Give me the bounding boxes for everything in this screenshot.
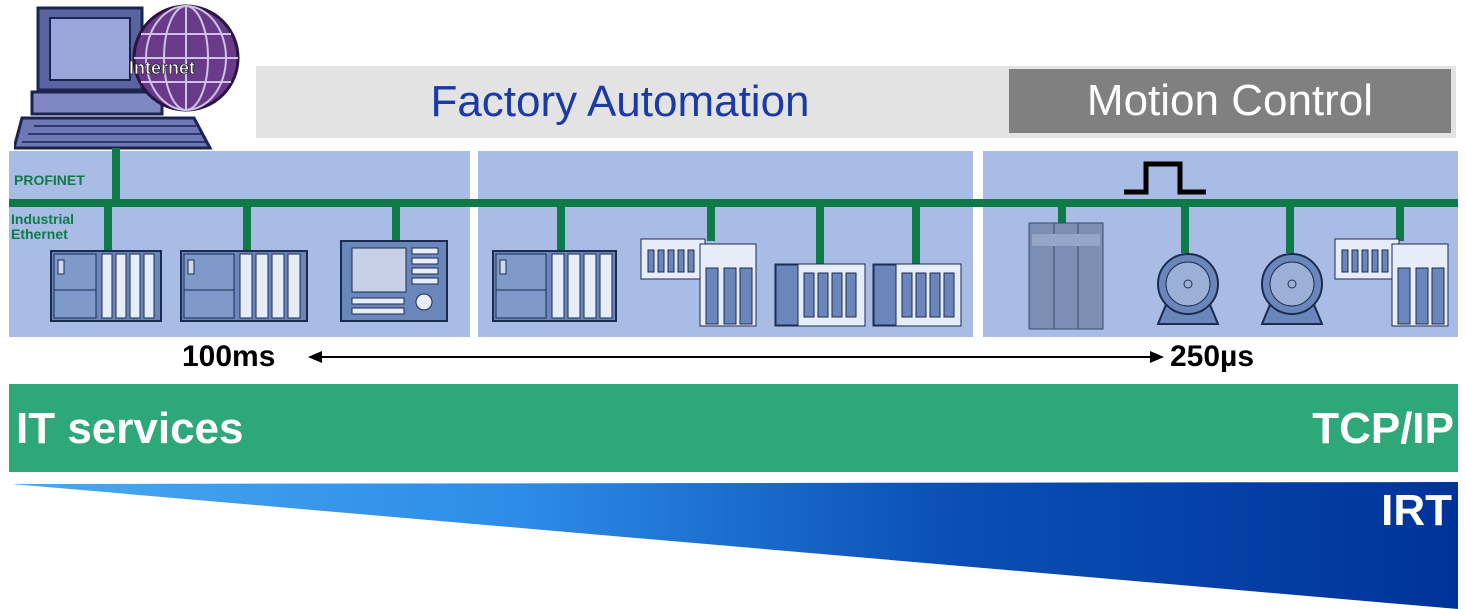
it-services-band [9, 384, 1458, 472]
plc-icon [50, 250, 162, 322]
plc-icon [492, 250, 617, 322]
it-services-label: IT services [16, 404, 244, 453]
irt-label: IRT [1381, 486, 1452, 535]
bus-drop [104, 205, 112, 251]
internet-label: Internet [129, 58, 195, 78]
io-module-icon [640, 238, 757, 327]
bus-drop [243, 205, 251, 251]
pulse-icon [1124, 161, 1206, 195]
bus-drop [1286, 205, 1294, 253]
computer-bus-drop [112, 148, 120, 203]
bus-drop [816, 205, 824, 265]
motor-icon [1260, 253, 1324, 325]
timing-arrow [308, 351, 1164, 363]
bus-drop [1396, 205, 1404, 241]
bus-drop [392, 205, 400, 241]
irt-wedge [12, 482, 1458, 609]
bus-drop [707, 205, 715, 241]
internet-computer-icon: Internet [14, 4, 240, 150]
industrial-ethernet-line2: Ethernet [11, 226, 68, 242]
profinet-bus-line [9, 199, 1458, 207]
motion-control-title: Motion Control [1009, 69, 1451, 133]
io-module-icon [1334, 238, 1449, 327]
io-module-icon [872, 263, 962, 327]
bus-drop [912, 205, 920, 265]
plc-icon [180, 250, 308, 322]
bus-drop [1058, 205, 1066, 225]
industrial-ethernet-label: Industrial Ethernet [11, 212, 74, 242]
industrial-ethernet-line1: Industrial [11, 211, 75, 227]
factory-automation-title: Factory Automation [430, 77, 810, 126]
hmi-panel-icon [340, 240, 448, 322]
tcp-ip-label: TCP/IP [1312, 404, 1454, 453]
motor-icon [1156, 253, 1220, 325]
bus-drop [1181, 205, 1189, 253]
drive-icon [1028, 222, 1104, 330]
timing-fast-label: 250µs [1170, 340, 1255, 373]
globe-icon [132, 4, 240, 112]
bus-drop [557, 205, 565, 251]
io-module-icon [774, 263, 866, 327]
timing-slow-label: 100ms [182, 340, 276, 373]
profinet-label: PROFINET [14, 172, 85, 188]
